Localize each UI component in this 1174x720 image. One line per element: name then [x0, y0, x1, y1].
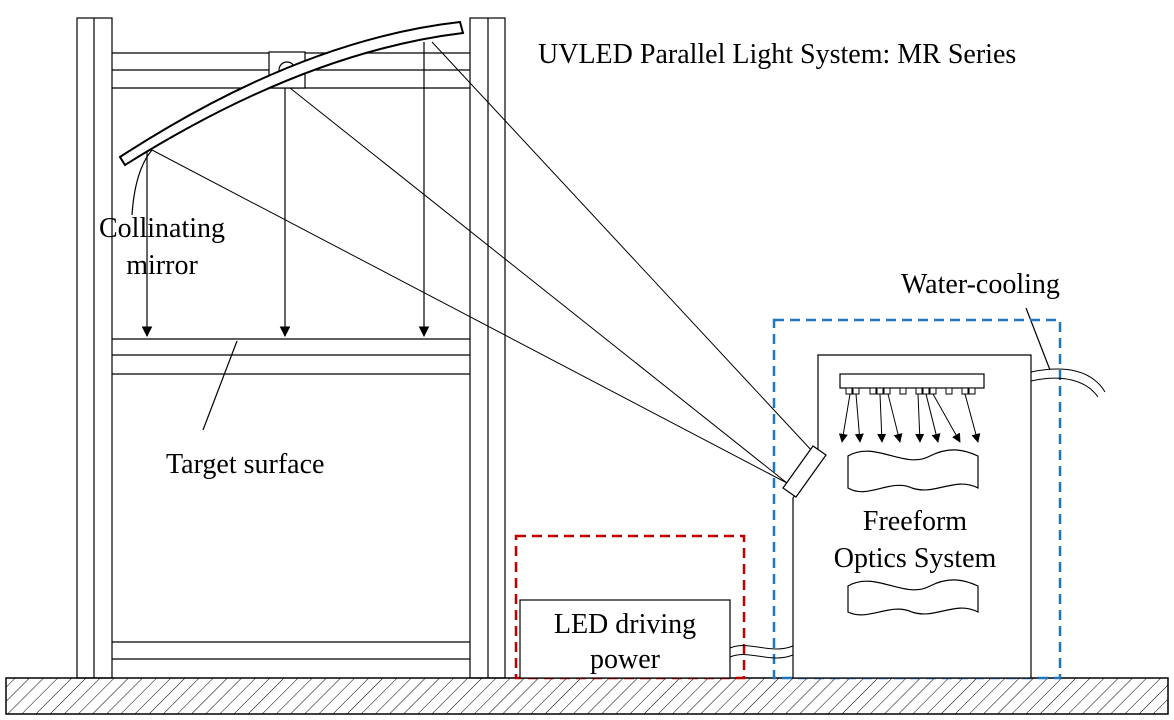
optics-system-label-line1: Freeform	[862, 506, 968, 537]
led-emission-arrows	[838, 393, 981, 443]
water-cooling-pipe	[1030, 368, 1106, 398]
water-cooling-label: Water-cooling	[901, 269, 1060, 300]
collimating-mirror-label-line2: mirror	[126, 250, 198, 281]
collimating-mirror-leader	[131, 149, 153, 216]
freeform-lens-upper	[847, 449, 979, 493]
collimating-mirror-label-line1: Collinating	[99, 213, 225, 244]
collimating-mirror-label: Collinating mirror	[84, 210, 240, 284]
led-driving-power-unit	[519, 599, 731, 679]
power-cable	[729, 645, 794, 659]
collimating-mirror	[118, 20, 465, 167]
optics-output-aperture	[782, 445, 827, 498]
freeform-lens-lower	[847, 579, 979, 616]
collimated-beam-arrows	[141, 42, 430, 338]
led-array	[839, 373, 985, 395]
led-power-label: LED driving power	[520, 607, 730, 677]
led-power-label-line2: power	[590, 644, 660, 675]
water-cooling-leader	[1025, 307, 1051, 371]
ground-base	[5, 677, 1169, 715]
optics-system-label: Freeform Optics System	[808, 503, 1022, 577]
diagram-title: UVLED Parallel Light System: MR Series	[538, 39, 1017, 70]
light-rays	[151, 41, 814, 484]
target-surface-label: Target surface	[166, 449, 325, 480]
led-power-label-line1: LED driving	[553, 609, 697, 640]
optics-system-label-line2: Optics System	[833, 543, 997, 574]
target-surface-leader	[202, 340, 238, 431]
support-frame	[76, 17, 506, 679]
